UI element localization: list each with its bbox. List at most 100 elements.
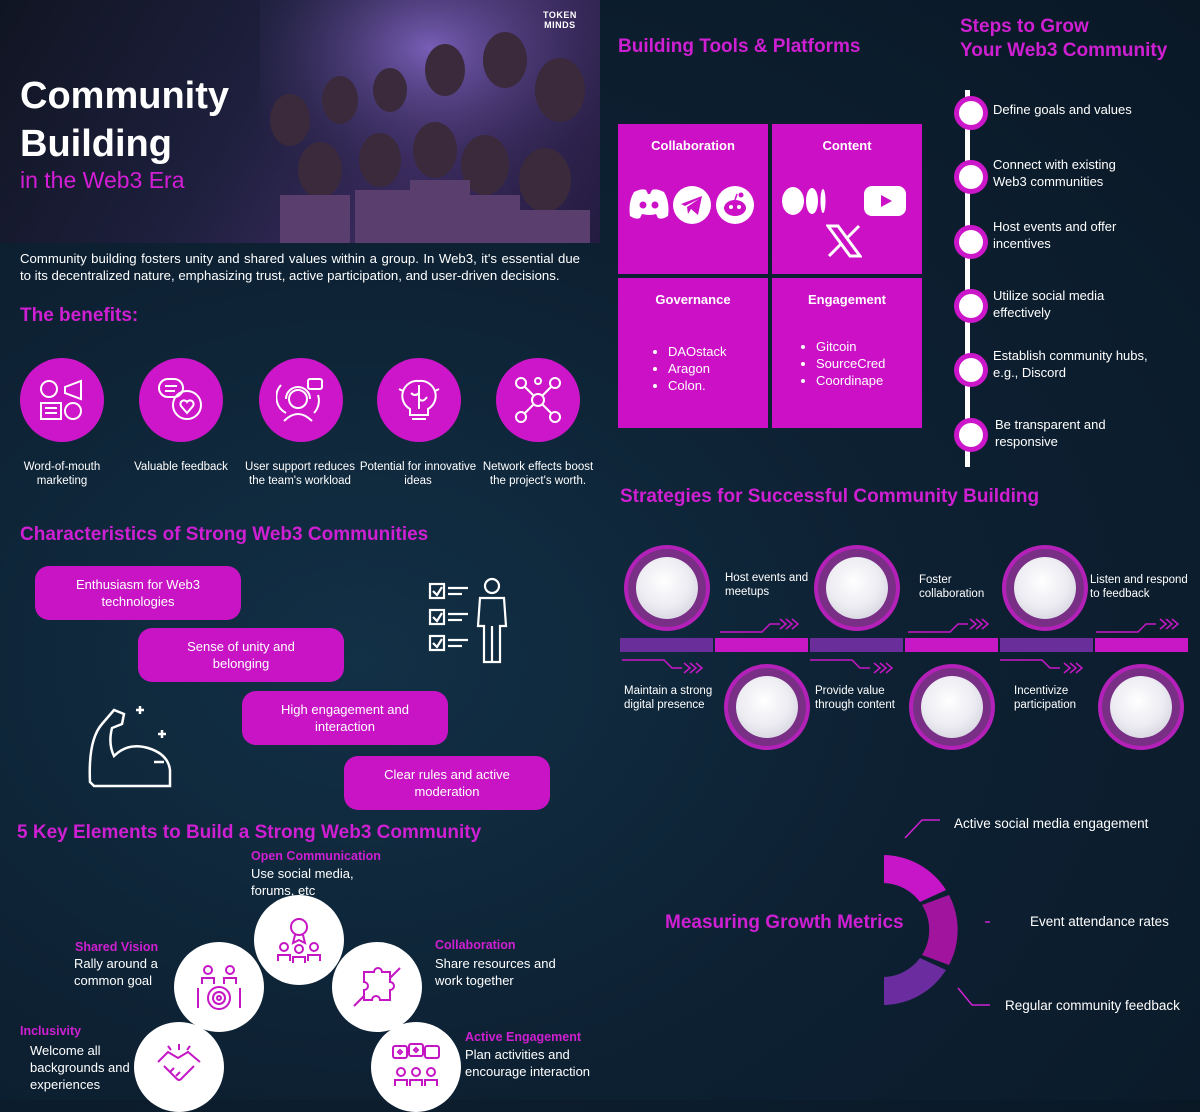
tool-tile-content: Content <box>772 124 922 274</box>
step-dot <box>954 353 988 387</box>
step-text: Host events and offer incentives <box>993 219 1117 251</box>
benefit-icon-circle <box>259 358 343 442</box>
target-group-icon <box>197 965 241 1010</box>
tool-tile-governance: Governance DAOstack Aragon Colon. <box>618 278 768 428</box>
step-dot <box>954 160 988 194</box>
list-item: Aragon <box>668 360 727 377</box>
strategy-circle <box>1014 557 1076 619</box>
list-item: SourceCred <box>816 355 885 372</box>
step-text: Establish community hubs, e.g., Discord <box>993 348 1148 380</box>
key-element-title: Shared Vision <box>75 940 159 954</box>
benefit-icon-circle <box>496 358 580 442</box>
key-element-circle <box>254 895 344 985</box>
page-title: Community Building <box>20 72 229 168</box>
steps-heading-line1: Steps to Grow <box>960 16 1089 37</box>
benefit-icon-circle <box>377 358 461 442</box>
hero-banner: TOKEN MINDS Community Building in the We… <box>0 0 600 243</box>
crowd-photo <box>260 0 600 243</box>
key-element-desc: Rally around a common goal <box>74 956 158 988</box>
tool-tile-collaboration: Collaboration <box>618 124 768 274</box>
megaphone-icon <box>40 379 82 420</box>
brand-logo: TOKEN MINDS <box>543 10 577 30</box>
timeline-segment <box>1000 638 1093 652</box>
key-element-title: Open Communication <box>251 849 381 863</box>
benefit-label: Network effects boost the project's wort… <box>482 461 594 487</box>
key-element-circle <box>371 1022 461 1112</box>
chat-group-icon <box>392 1043 440 1086</box>
page-subtitle: in the Web3 Era <box>20 167 185 193</box>
timeline-segment <box>905 638 998 652</box>
checklist-person-icon <box>428 577 508 664</box>
step-dot <box>954 96 988 130</box>
metric-text: Regular community feedback <box>1005 998 1180 1013</box>
benefits-heading: The benefits: <box>20 305 139 326</box>
key-element-desc: Use social media, forums, etc <box>251 866 354 898</box>
telegram-icon <box>673 186 711 224</box>
list-item: Coordinape <box>816 372 885 389</box>
key-element-title: Inclusivity <box>20 1024 82 1038</box>
strategy-circle <box>921 676 983 738</box>
chat-heart-icon <box>158 378 202 420</box>
step-text: Connect with existing Web3 communities <box>993 157 1116 189</box>
strategy-text: Provide value through content <box>815 685 895 711</box>
engagement-list: Gitcoin SourceCred Coordinape <box>798 338 885 389</box>
network-icon <box>515 377 561 423</box>
step-dot <box>954 418 988 452</box>
tile-title: Engagement <box>807 292 886 307</box>
step-dot <box>954 225 988 259</box>
strategy-text: Incentivize participation <box>1014 685 1077 711</box>
strategy-text: Host events and meetups <box>725 572 809 598</box>
characteristic-pill: Sense of unity and belonging <box>138 628 344 682</box>
support-agent-icon <box>276 378 323 422</box>
metrics-arc-chart <box>884 855 958 1005</box>
benefit-label: Word-of-mouth marketing <box>23 461 101 487</box>
x-icon <box>826 224 862 258</box>
benefit-label: User support reduces the team's workload <box>245 461 355 487</box>
timeline-segment <box>1095 638 1188 652</box>
metric-arc-segment <box>884 958 946 1005</box>
puzzle-hands-icon <box>353 967 401 1007</box>
metric-arc-segment <box>922 895 958 965</box>
key-element-title: Active Engagement <box>465 1030 582 1044</box>
key-element-circle <box>332 942 422 1032</box>
youtube-icon <box>864 186 906 216</box>
benefit-icon-circle <box>20 358 104 442</box>
key-element-desc: Plan activities and encourage interactio… <box>465 1047 591 1079</box>
characteristic-pill: Enthusiasm for Web3 technologies <box>35 566 241 620</box>
tool-tile-engagement: Engagement Gitcoin SourceCred Coordinape <box>772 278 922 428</box>
brain-bulb-icon <box>398 379 440 420</box>
steps-heading-line2: Your Web3 Community <box>960 40 1168 61</box>
step-text: Utilize social media effectively <box>993 288 1105 320</box>
key-element-title: Collaboration <box>435 938 516 952</box>
title-line1: Community <box>20 75 229 117</box>
step-text: Be transparent and responsive <box>995 417 1106 449</box>
benefit-label: Potential for innovative ideas <box>359 461 477 487</box>
key-element-circle <box>174 942 264 1032</box>
strategies-heading: Strategies for Successful Community Buil… <box>620 486 1040 507</box>
governance-list: DAOstack Aragon Colon. <box>650 343 727 394</box>
flexed-arm-icon <box>88 706 172 788</box>
timeline-arrows <box>622 618 1180 674</box>
key-element-desc: Share resources and work together <box>435 956 556 988</box>
discord-icon <box>629 189 669 219</box>
steps-heading: Steps to Grow Your Web3 Community <box>960 15 1167 63</box>
logo-line1: TOKEN <box>543 10 577 20</box>
timeline-segment <box>620 638 713 652</box>
intro-paragraph: Community building fosters unity and sha… <box>20 251 580 283</box>
title-line2: Building <box>20 123 172 165</box>
reddit-icon <box>716 186 754 224</box>
characteristics-heading: Characteristics of Strong Web3 Communiti… <box>20 524 429 545</box>
strategy-text: Foster collaboration <box>919 574 985 600</box>
timeline-segment <box>715 638 808 652</box>
handshake-icon <box>157 1044 201 1081</box>
metric-arc-segment <box>884 855 946 902</box>
metric-text: Event attendance rates <box>1030 914 1169 929</box>
strategy-circle <box>636 557 698 619</box>
metric-connectors <box>904 819 990 1006</box>
medium-icon <box>782 187 826 215</box>
list-item: Gitcoin <box>816 338 885 355</box>
strategy-circle <box>826 557 888 619</box>
steps-timeline-line <box>965 90 970 467</box>
step-dot <box>954 289 988 323</box>
list-item: DAOstack <box>668 343 727 360</box>
